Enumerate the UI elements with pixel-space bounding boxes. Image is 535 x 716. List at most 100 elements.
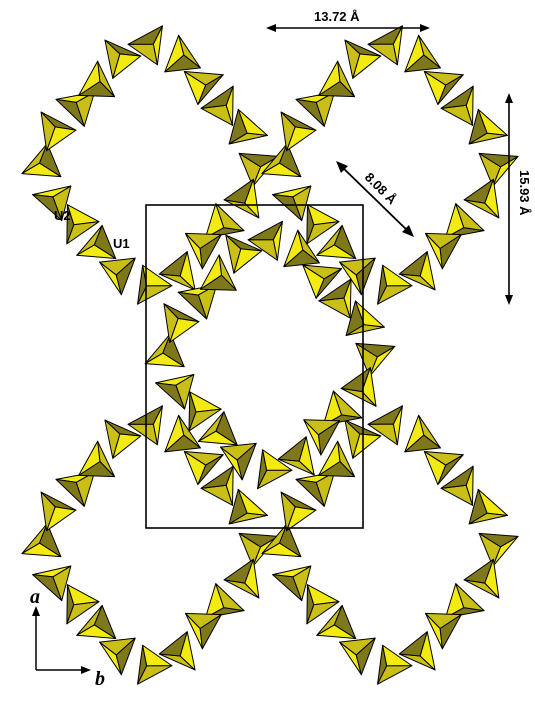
polyhedron-face bbox=[155, 382, 186, 410]
polyhedron-face bbox=[261, 162, 302, 178]
polyhedron-face bbox=[183, 70, 224, 86]
polyhedron-face bbox=[199, 234, 222, 270]
polyhedron-face bbox=[478, 532, 519, 548]
site-label-u2: U2 bbox=[54, 208, 71, 223]
polyhedron-face bbox=[215, 203, 245, 232]
polyhedron-face bbox=[316, 624, 357, 640]
polyhedron-face bbox=[32, 574, 63, 602]
polyhedron-face bbox=[21, 162, 62, 178]
polyhedron-face bbox=[115, 257, 136, 296]
polyhedron-face bbox=[318, 60, 341, 96]
polyhedron-face bbox=[257, 469, 293, 490]
polyhedron-face bbox=[318, 420, 341, 456]
polyhedron-face bbox=[78, 440, 101, 476]
polyhedron-face bbox=[439, 614, 462, 650]
polyhedron-face bbox=[55, 478, 85, 507]
polyhedron-face bbox=[66, 221, 100, 245]
polyhedron-face bbox=[237, 488, 268, 516]
polyhedron-face bbox=[247, 220, 283, 241]
polyhedron-face bbox=[344, 39, 361, 79]
polyhedron-face bbox=[104, 419, 121, 459]
polyhedron-face bbox=[115, 637, 136, 676]
axis-a-arrowhead bbox=[32, 606, 40, 616]
polyhedra-framework bbox=[21, 25, 519, 685]
polyhedron-face bbox=[164, 414, 185, 453]
polyhedron-face bbox=[318, 278, 352, 302]
polyhedron-face bbox=[280, 111, 296, 152]
polyhedron-face bbox=[164, 34, 185, 73]
polyhedron-face bbox=[280, 491, 296, 532]
polyhedron-face bbox=[78, 60, 101, 96]
polyhedron-face bbox=[484, 558, 500, 599]
polyhedron-face bbox=[272, 194, 303, 222]
polyhedron-face bbox=[261, 542, 302, 558]
polyhedron-face bbox=[40, 111, 56, 152]
polyhedron-face bbox=[179, 631, 196, 671]
polyhedron-face bbox=[76, 244, 117, 260]
polyhedron-face bbox=[316, 244, 357, 260]
unit-cell-box bbox=[145, 204, 364, 529]
polyhedron-face bbox=[238, 532, 279, 548]
polyhedron-face bbox=[144, 352, 185, 368]
width-dimension: 13.72 Å bbox=[266, 9, 430, 32]
polyhedron-face bbox=[355, 637, 376, 676]
polyhedron-face bbox=[179, 251, 196, 291]
polyhedron-face bbox=[306, 221, 340, 245]
polyhedron-face bbox=[200, 85, 234, 109]
polyhedron-face bbox=[455, 583, 485, 612]
polyhedron-face bbox=[244, 178, 260, 219]
polyhedron-face bbox=[183, 450, 224, 466]
polyhedron-face bbox=[355, 342, 396, 358]
polyhedron-face bbox=[355, 257, 376, 296]
diagonal-dimension: 8.08 Å bbox=[336, 161, 414, 237]
polyhedron-face bbox=[188, 408, 222, 432]
diagonal-dimension-label: 8.08 Å bbox=[362, 170, 400, 208]
polyhedron-face bbox=[199, 614, 222, 650]
polyhedron-face bbox=[367, 405, 403, 425]
polyhedron-face bbox=[423, 450, 464, 466]
axis-a-label: a bbox=[30, 586, 40, 608]
polyhedron-face bbox=[55, 98, 85, 127]
polyhedron-face bbox=[32, 194, 63, 222]
polyhedron-face bbox=[332, 390, 363, 419]
polyhedron-face bbox=[318, 440, 341, 476]
site-label-u1: U1 bbox=[113, 236, 130, 251]
polyhedron-face bbox=[344, 419, 361, 459]
polyhedron-face bbox=[423, 70, 464, 86]
axis-b-label: b bbox=[95, 668, 105, 690]
polyhedron-face bbox=[197, 430, 238, 446]
polyhedron-face bbox=[244, 558, 260, 599]
polyhedron-face bbox=[361, 367, 377, 407]
polyhedron-face bbox=[440, 465, 474, 489]
polyhedron-face bbox=[439, 234, 462, 270]
height-dimension-label: 15.93 Å bbox=[517, 170, 532, 216]
polyhedron-face bbox=[295, 478, 325, 507]
polyhedron-face bbox=[272, 574, 303, 602]
polyhedron-face bbox=[137, 665, 173, 685]
polyhedron-face bbox=[200, 465, 234, 489]
height-dimension: 15.93 Å bbox=[505, 93, 532, 305]
polyhedron-face bbox=[477, 108, 508, 136]
polyhedron-face bbox=[237, 108, 268, 136]
polyhedron-face bbox=[104, 39, 121, 79]
axis-b-arrowhead bbox=[81, 666, 91, 674]
polyhedron-face bbox=[477, 488, 508, 516]
polyhedron-face bbox=[484, 178, 500, 219]
polyhedron-face bbox=[163, 303, 179, 343]
polyhedron-face bbox=[306, 601, 340, 625]
polyhedron-face bbox=[66, 601, 100, 625]
polyhedron-face bbox=[440, 85, 474, 109]
polyhedron-face bbox=[283, 229, 304, 268]
polyhedron-face bbox=[404, 414, 425, 453]
width-dimension-label: 13.72 Å bbox=[314, 9, 360, 24]
polyhedron-face bbox=[367, 25, 403, 45]
polyhedron-face bbox=[238, 152, 279, 168]
polyhedron-face bbox=[199, 254, 222, 290]
polyhedron-face bbox=[419, 251, 436, 291]
axis-indicator: a b bbox=[30, 586, 105, 690]
polyhedron-face bbox=[298, 436, 315, 476]
polyhedron-face bbox=[377, 665, 413, 685]
polyhedron-face bbox=[302, 264, 343, 280]
